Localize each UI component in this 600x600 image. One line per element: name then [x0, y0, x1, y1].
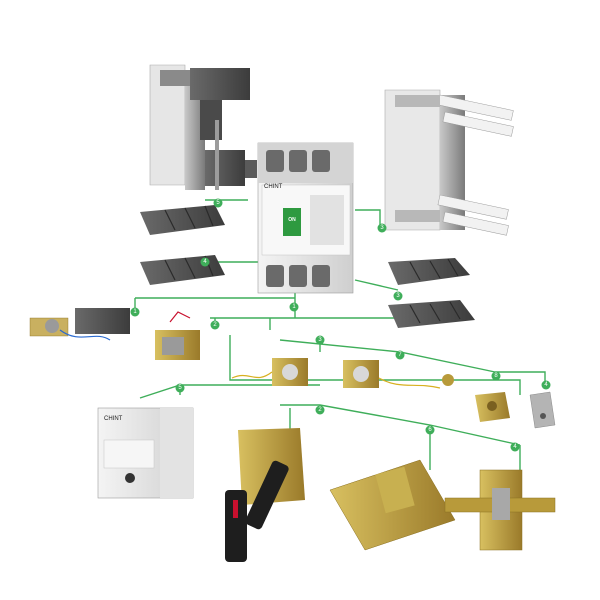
motor-brand: CHINT	[104, 416, 123, 422]
svg-text:3: 3	[380, 225, 384, 231]
alarm-contact	[29, 308, 130, 341]
terminal-covers	[388, 258, 475, 328]
locking-device	[444, 469, 556, 551]
handle-grip[interactable]	[244, 459, 290, 530]
line-lower-bus	[280, 404, 521, 446]
rear-connector-assembly	[149, 64, 257, 190]
badge-terminal-plate: 4	[541, 380, 551, 390]
moulded-case-breaker: ON CHINT	[257, 142, 354, 294]
undervoltage-release	[343, 360, 454, 389]
front-connector-assembly	[384, 89, 514, 236]
badge-mounting-plate: 6	[425, 425, 435, 435]
handle-knob[interactable]	[225, 490, 247, 562]
badge-front-connector: 3	[377, 223, 387, 233]
toggle-label: ON	[288, 217, 296, 223]
badge-terminal-cover: 3	[393, 291, 403, 301]
svg-text:4: 4	[203, 259, 207, 265]
terminal-lug	[475, 392, 510, 422]
svg-text:5: 5	[216, 200, 220, 206]
svg-text:1: 1	[133, 309, 137, 315]
badge-rotary-handle: 2	[315, 405, 325, 415]
badge-aux-contact: 2	[210, 320, 220, 330]
phase-barriers	[140, 205, 225, 285]
terminal-plate	[529, 391, 556, 429]
badge-shunt-release: 3	[315, 335, 325, 345]
badge-motor-operator: 5	[175, 383, 185, 393]
svg-text:3: 3	[396, 293, 400, 299]
svg-text:5: 5	[178, 385, 182, 391]
auxiliary-contact	[155, 311, 200, 360]
line-terminal-cover	[354, 279, 399, 291]
motor-operator: CHINT	[97, 407, 194, 499]
toggle-switch-icon[interactable]	[283, 208, 301, 236]
number-badges: 5 3 4 3 1 1 2 3 7 8 4 5 2 6 4	[130, 198, 551, 452]
svg-text:1: 1	[292, 304, 296, 310]
breaker-brand: CHINT	[264, 184, 283, 190]
mounting-plate	[329, 459, 456, 551]
svg-text:3: 3	[318, 337, 322, 343]
badge-lug: 8	[491, 371, 501, 381]
svg-text:4: 4	[513, 444, 517, 450]
line-release-diag	[279, 339, 496, 373]
badge-undervoltage-release: 7	[395, 350, 405, 360]
badge-rear-connector: 5	[213, 198, 223, 208]
badge-locking-device: 4	[510, 442, 520, 452]
svg-text:6: 6	[428, 427, 432, 433]
svg-text:7: 7	[398, 352, 402, 358]
shunt-release	[231, 358, 308, 386]
svg-text:8: 8	[494, 373, 498, 379]
badge-alarm-contact: 1	[130, 307, 140, 317]
line-motor-bus	[139, 384, 320, 399]
rotary-handle	[225, 428, 305, 562]
svg-text:2: 2	[213, 322, 217, 328]
badge-phase-barrier: 4	[200, 257, 210, 267]
badge-breaker: 1	[289, 302, 299, 312]
svg-text:4: 4	[544, 382, 548, 388]
line-front-connector	[355, 209, 381, 225]
svg-text:2: 2	[318, 407, 322, 413]
